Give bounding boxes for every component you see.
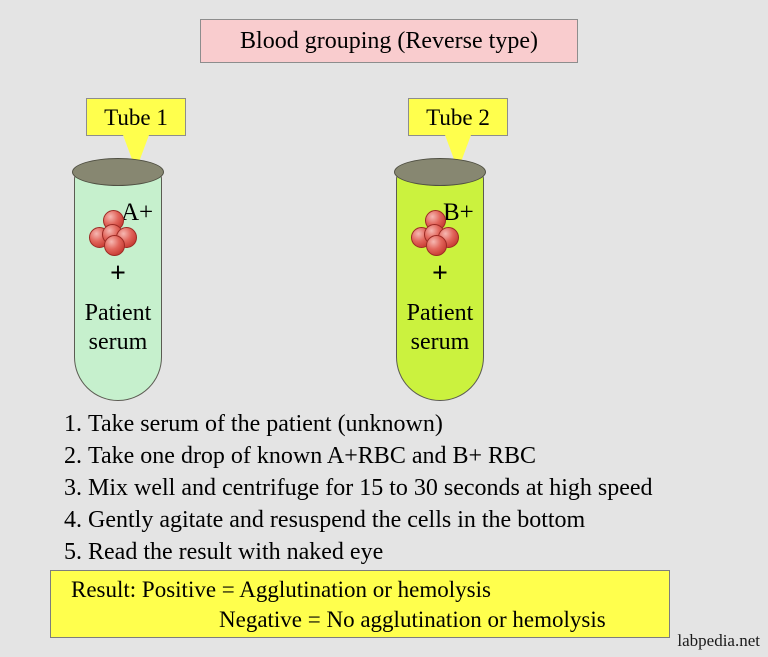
tube-2-blood-type: B+	[443, 199, 474, 226]
tube-2-body: B+ + Patient serum	[396, 171, 484, 401]
result-box: Result: Positive = Agglutination or hemo…	[50, 570, 670, 638]
tube-1-callout-label: Tube 1	[104, 104, 168, 130]
tube-2-contents-line-1: Patient	[406, 300, 474, 326]
procedure-steps-list: 1.Take serum of the patient (unknown) 2.…	[64, 408, 764, 568]
result-line-positive: Result: Positive = Agglutination or hemo…	[71, 577, 491, 602]
tube-2-contents-line-2: serum	[410, 329, 470, 355]
step-text: Read the result with naked eye	[88, 539, 384, 565]
step-text: Gently agitate and resuspend the cells i…	[88, 507, 586, 533]
step-item: 5.Read the result with naked eye	[64, 536, 764, 568]
tube-1-cap	[72, 158, 164, 186]
tube-2-rbc-cluster	[411, 210, 459, 256]
red-blood-cell-icon	[426, 235, 447, 256]
tube-2-callout-label: Tube 2	[426, 104, 490, 130]
result-line-negative: Negative = No agglutination or hemolysis	[219, 607, 606, 632]
tube-2-plus-sign: +	[432, 258, 448, 289]
step-text: Mix well and centrifuge for 15 to 30 sec…	[88, 475, 653, 501]
page-title: Blood grouping (Reverse type)	[240, 28, 538, 54]
step-item: 3.Mix well and centrifuge for 15 to 30 s…	[64, 472, 764, 504]
step-item: 4.Gently agitate and resuspend the cells…	[64, 504, 764, 536]
tube-1-plus-sign: +	[110, 258, 126, 289]
red-blood-cell-icon	[104, 235, 125, 256]
step-number: 3.	[64, 475, 82, 501]
step-item: 2.Take one drop of known A+RBC and B+ RB…	[64, 440, 764, 472]
tube-1-contents-line-2: serum	[88, 329, 148, 355]
tube-2-callout: Tube 2	[408, 98, 508, 136]
step-text: Take one drop of known A+RBC and B+ RBC	[88, 443, 537, 469]
step-text: Take serum of the patient (unknown)	[88, 411, 443, 437]
step-item: 1.Take serum of the patient (unknown)	[64, 408, 764, 440]
diagram-title-box: Blood grouping (Reverse type)	[200, 19, 578, 63]
step-number: 1.	[64, 411, 82, 437]
tube-1-contents-line-1: Patient	[84, 300, 152, 326]
tube-1-body: A+ + Patient serum	[74, 171, 162, 401]
tube-2-cap	[394, 158, 486, 186]
tube-1-rbc-cluster	[89, 210, 137, 256]
tube-1-callout: Tube 1	[86, 98, 186, 136]
step-number: 5.	[64, 539, 82, 565]
step-number: 2.	[64, 443, 82, 469]
watermark: labpedia.net	[677, 631, 760, 650]
tube-1-blood-type: A+	[121, 199, 154, 226]
step-number: 4.	[64, 507, 82, 533]
